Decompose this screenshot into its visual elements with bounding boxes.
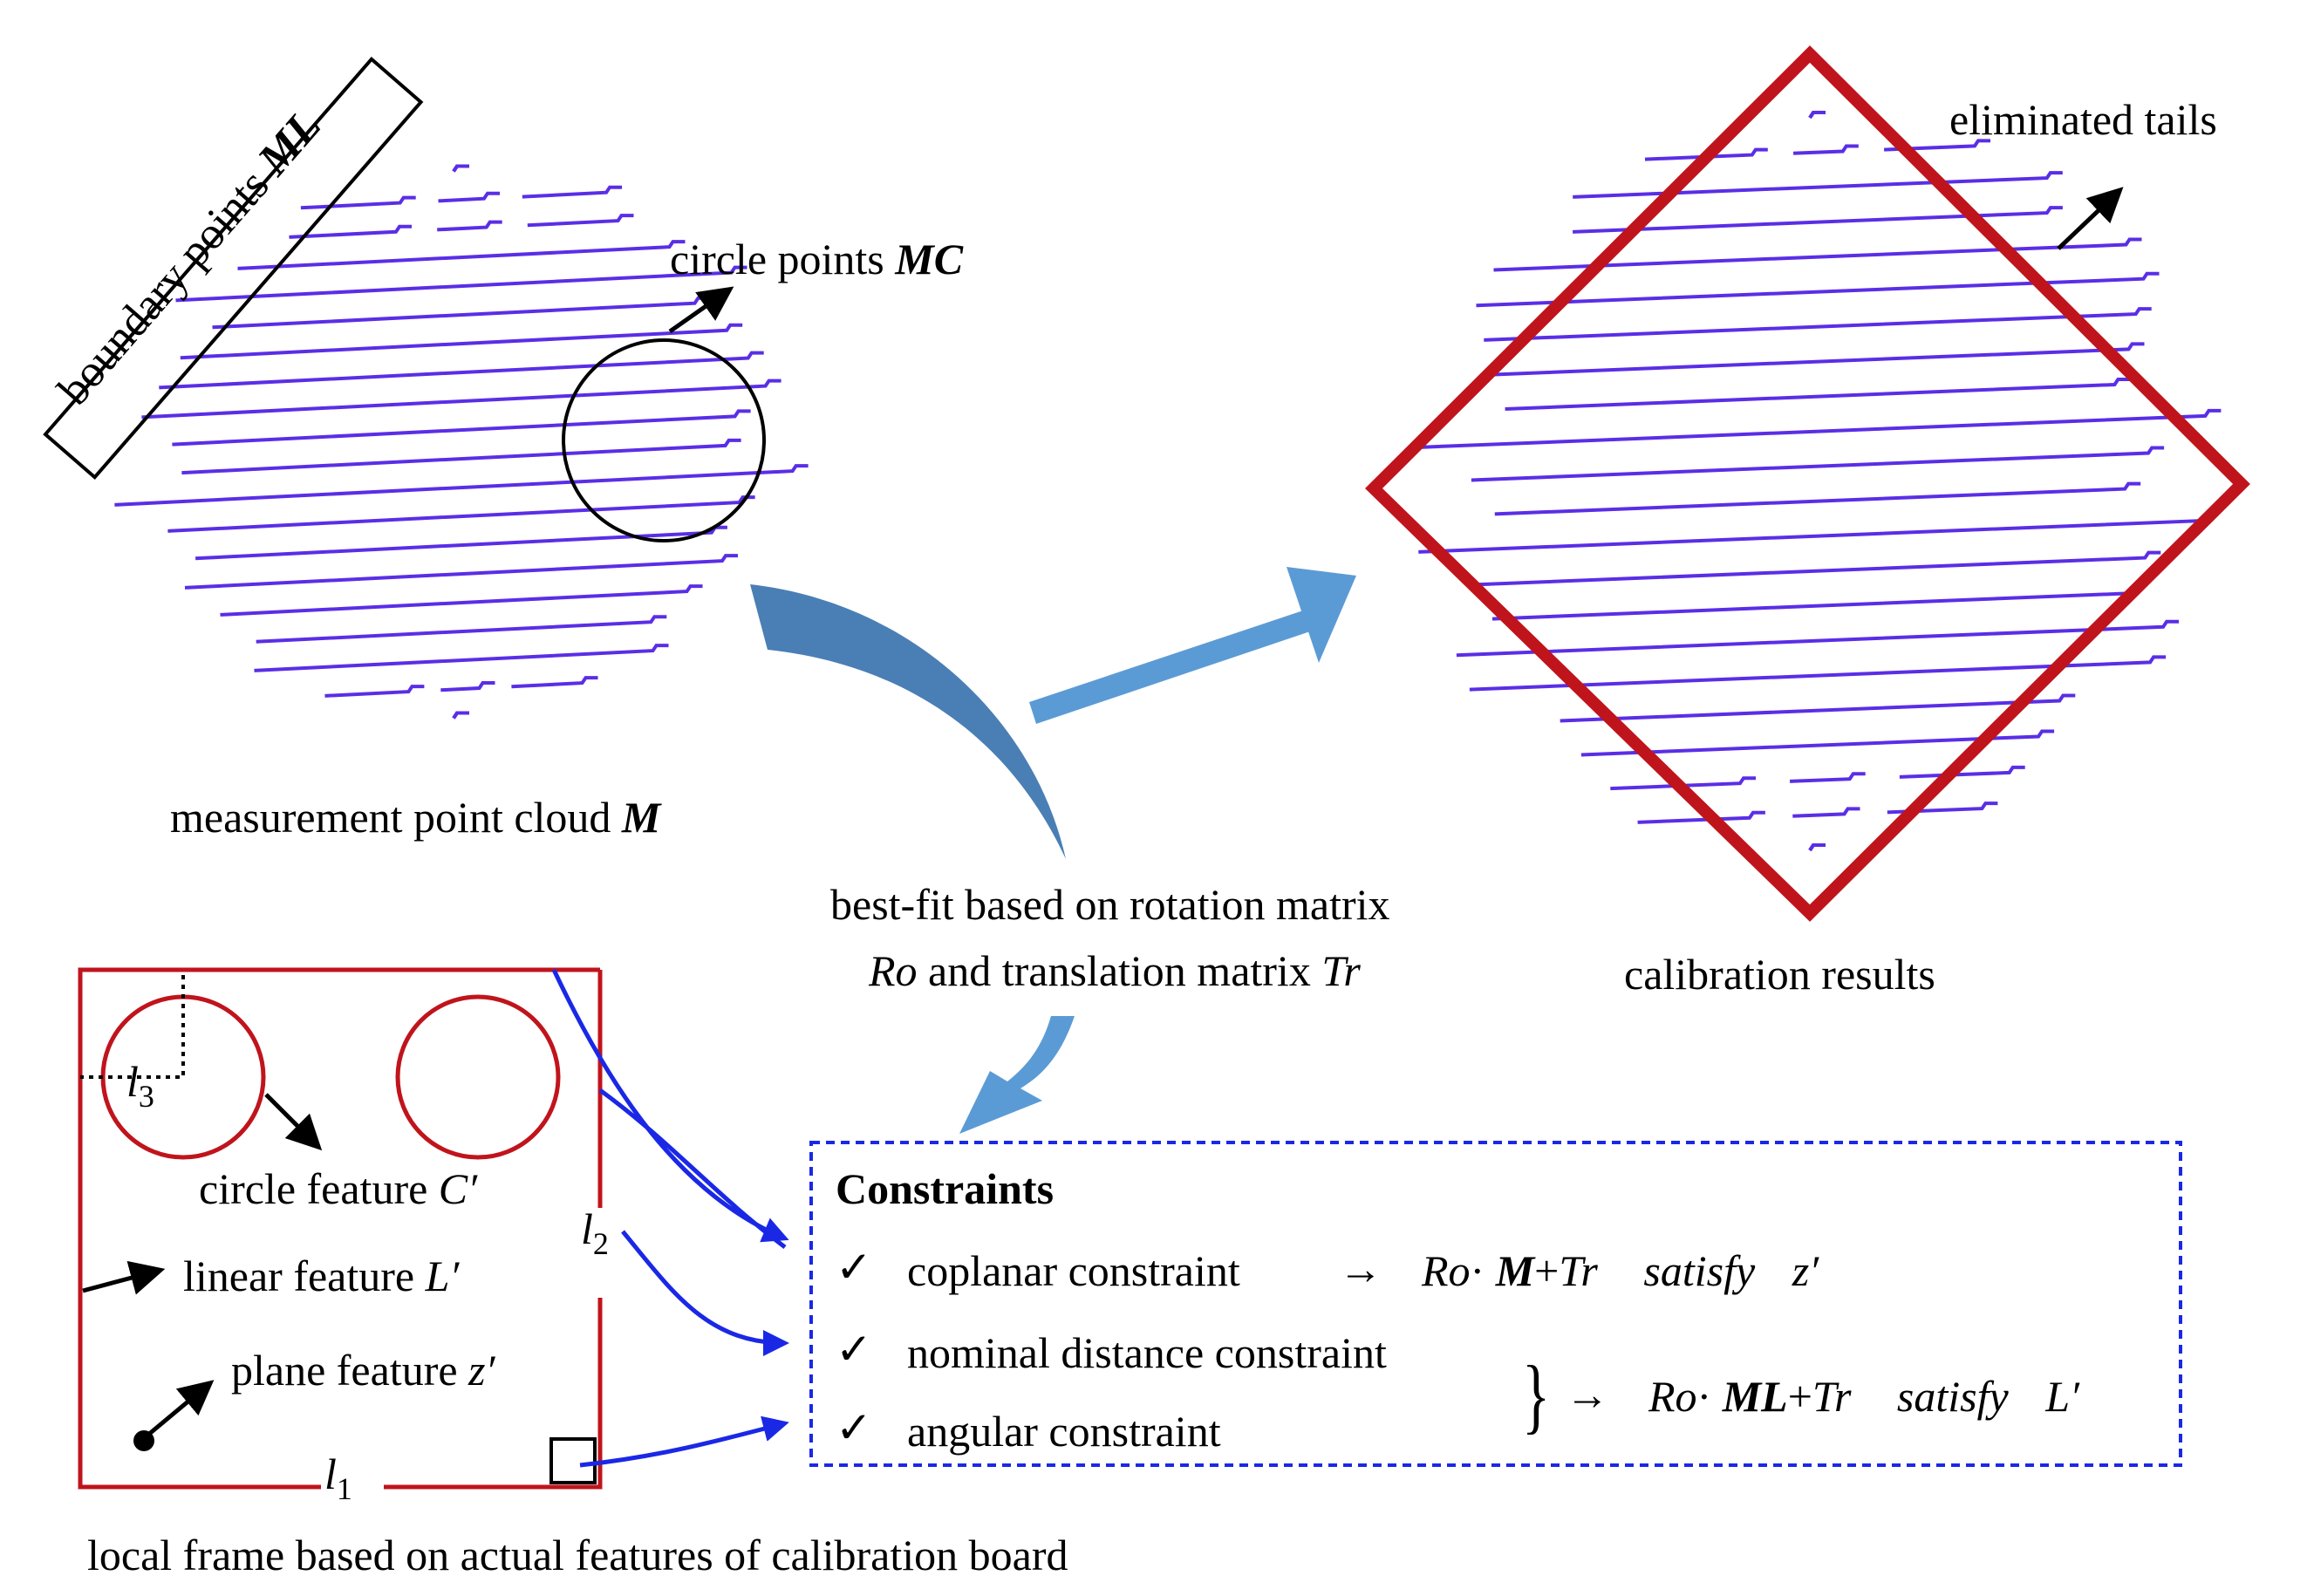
check-3: ✓	[836, 1403, 872, 1452]
best-fit-line1: best-fit based on rotation matrix	[830, 880, 1390, 929]
calibration-results-caption: calibration results	[1624, 950, 1935, 999]
circle-points-arrow	[668, 286, 734, 334]
scan-line-segment	[289, 224, 412, 239]
scan-line-segment	[324, 685, 425, 698]
scan-line-segment	[159, 351, 764, 390]
measurement-point-cloud	[114, 164, 809, 720]
scan-line-segment	[175, 265, 747, 303]
scan-line-segment	[1887, 801, 1998, 815]
scan-line-segment	[212, 296, 711, 330]
eliminated-tails-label: eliminated tails	[1949, 95, 2217, 144]
linear-feature-arrow	[82, 1260, 166, 1295]
circle-feature-arrow	[264, 1093, 323, 1151]
scan-line-segment	[1790, 772, 1866, 783]
point-cloud-caption: measurement point cloud M	[170, 793, 661, 842]
scan-line-segment	[437, 220, 502, 232]
distance-equation: Ro· ML+Tr satisfy L′	[1648, 1372, 2079, 1421]
board-caption: local frame based on actual features of …	[87, 1531, 1068, 1579]
constraints-title: Constraints	[836, 1164, 1055, 1213]
scan-line-segment	[180, 323, 743, 360]
scan-line-segment	[1560, 693, 2076, 723]
calibration-board	[78, 967, 603, 1490]
scan-line-segment	[195, 525, 727, 561]
scan-line-segment	[1792, 807, 1860, 818]
to-results-arrow	[1029, 567, 1356, 724]
scan-line-segment	[1793, 144, 1859, 155]
scan-line-segment	[522, 185, 623, 199]
scan-line-segment	[1808, 111, 1826, 119]
coplanar-constraint: coplanar constraint	[907, 1246, 1240, 1295]
scan-line-segment	[1469, 655, 2167, 692]
scan-line-segment	[181, 438, 741, 475]
feature-connectors	[551, 968, 789, 1468]
l2-label: l2	[581, 1204, 609, 1261]
constraint-brace: }	[1522, 1348, 1551, 1442]
scan-line-segment	[438, 191, 500, 203]
best-fit-line2: Ro and translation matrix Tr	[869, 946, 1361, 995]
scan-line-segment	[237, 240, 686, 270]
scan-line-segment	[114, 464, 809, 507]
circle-feature-label: circle feature C′	[199, 1164, 478, 1213]
nominal-distance-constraint: nominal distance constraint	[907, 1328, 1387, 1377]
scan-line-segment	[1493, 237, 2142, 272]
scan-line-segment	[452, 711, 469, 720]
scan-line-segment	[1491, 342, 2145, 377]
scan-line-segment	[300, 195, 416, 210]
scan-line-segment	[1418, 514, 2217, 554]
l3-label: l3	[126, 1057, 154, 1114]
plane-feature-label: plane feature z′	[231, 1346, 495, 1395]
eliminated-tails-arrow	[2057, 187, 2124, 250]
scan-line-segment	[1494, 481, 2141, 516]
l1-label: l1	[324, 1449, 352, 1506]
right-angle-marker	[549, 1437, 597, 1484]
check-2: ✓	[836, 1325, 872, 1374]
circle-points-circle	[562, 338, 766, 542]
angular-constraint: angular constraint	[907, 1407, 1221, 1456]
scan-line-segment	[172, 409, 751, 447]
scan-line-segment	[1637, 810, 1765, 824]
scan-line-segment	[511, 676, 598, 689]
scan-line-segment	[1476, 271, 2160, 308]
calibration-diamond	[1365, 45, 2250, 922]
scan-line-segment	[1414, 408, 2222, 450]
scan-line-segment	[167, 495, 755, 533]
scan-line-segment	[1573, 206, 2063, 234]
scan-line-segment	[1456, 619, 2180, 658]
linear-feature-label: linear feature L′	[183, 1252, 460, 1300]
scan-line-segment	[1808, 843, 1826, 852]
scan-line-segment	[141, 379, 782, 419]
best-fit-curved-arrow	[750, 584, 1066, 859]
scan-line-segment	[1484, 307, 2152, 342]
coplanar-arrow: →	[1339, 1245, 1382, 1293]
scan-line-segment	[1471, 446, 2165, 482]
scan-line-segment	[1505, 378, 2131, 411]
coplanar-equation: Ro· M+Tr satisfy z′	[1422, 1246, 1819, 1295]
check-1: ✓	[836, 1243, 872, 1292]
boundary-points-box	[43, 56, 424, 481]
distance-arrow: →	[1566, 1370, 1609, 1419]
scan-line-segment	[1884, 139, 1990, 152]
scan-line-segment	[220, 584, 703, 617]
circle-points-label: circle points MC	[670, 235, 964, 283]
scan-line-segment	[184, 554, 738, 590]
to-constraints-arrow	[959, 1016, 1075, 1134]
scan-line-segment	[440, 681, 495, 692]
scan-line-segment	[1573, 171, 2063, 199]
scan-line-segment	[1580, 729, 2055, 757]
scan-line-segment	[256, 615, 667, 644]
scan-line-segment	[1491, 586, 2143, 621]
calibrated-point-cloud	[1414, 111, 2222, 852]
plane-feature-arrow	[147, 1380, 215, 1436]
constraints-box	[809, 1141, 2182, 1467]
scan-line-segment	[1474, 550, 2161, 587]
scan-line-segment	[452, 164, 469, 173]
scan-line-segment	[254, 644, 669, 672]
scan-line-segment	[527, 214, 634, 228]
